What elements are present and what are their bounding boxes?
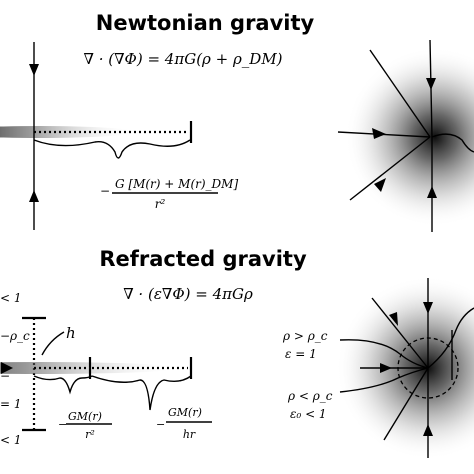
spherical-halo-bottom	[336, 276, 474, 460]
svg-text:GM(r): GM(r)	[168, 406, 202, 419]
spherical-halo-top	[337, 39, 474, 232]
svg-text:< 1: < 1	[0, 291, 22, 305]
svg-text:= 1: = 1	[0, 397, 22, 411]
svg-text:GM(r): GM(r)	[68, 410, 102, 423]
vertical-field-line-bottom	[1, 362, 13, 374]
brace-bottom-outer	[91, 375, 192, 411]
brace-bottom-inner	[33, 375, 93, 395]
h-label: h	[66, 324, 76, 342]
svg-text:ρ < ρ_c: ρ < ρ_c	[287, 389, 333, 403]
newtonian-title: Newtonian gravity	[96, 11, 315, 35]
svg-text:ε₀ < 1: ε₀ < 1	[290, 407, 327, 421]
force-formula-top: − G [M(r) + M(r)_DM] r²	[100, 177, 238, 211]
svg-text:ρ > ρ_c: ρ > ρ_c	[282, 329, 328, 343]
h-pointer	[41, 331, 65, 356]
refracted-title: Refracted gravity	[99, 247, 307, 271]
force-formula-bottom-inner: − GM(r) r²	[58, 410, 112, 441]
brace-top	[33, 139, 191, 159]
disk-galaxy-top	[0, 121, 193, 143]
force-numerator-top: G [M(r) + M(r)_DM]	[115, 177, 238, 191]
region-high-labels: ρ > ρ_c ε = 1	[282, 329, 328, 361]
dotted-bracket	[22, 316, 46, 432]
disk-galaxy-bottom	[0, 357, 193, 379]
svg-text:hr: hr	[183, 428, 196, 441]
svg-text:−: −	[58, 418, 67, 431]
force-formula-bottom-outer: − GM(r) hr	[156, 406, 212, 441]
svg-text:−: −	[0, 329, 10, 343]
svg-text:−: −	[0, 369, 10, 383]
svg-text:ρ_c: ρ_c	[9, 329, 30, 343]
newtonian-equation: ∇ · (∇Φ) = 4πG(ρ + ρ_DM)	[83, 50, 282, 68]
svg-text:ε = 1: ε = 1	[285, 347, 317, 361]
refracted-equation: ∇ · (ε∇Φ) = 4πGρ	[123, 285, 253, 303]
left-region-labels: < 1 − ρ_c = 1 − < 1	[0, 291, 30, 447]
svg-text:−: −	[100, 184, 110, 198]
svg-text:−: −	[156, 418, 165, 431]
force-denominator-top: r²	[155, 197, 166, 211]
region-low-labels: ρ < ρ_c ε₀ < 1	[287, 389, 333, 421]
svg-text:< 1: < 1	[0, 433, 22, 447]
vertical-field-line-top	[29, 42, 39, 230]
svg-text:r²: r²	[85, 428, 95, 441]
